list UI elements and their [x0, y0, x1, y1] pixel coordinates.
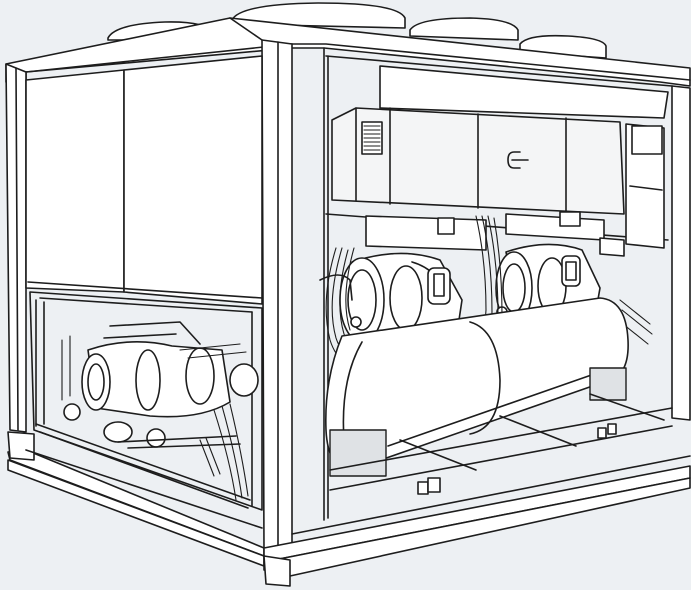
left-corner-post [5, 63, 27, 433]
fan-shroud-2 [231, 2, 406, 29]
vent-grille [361, 121, 383, 155]
control-cabinet [331, 65, 669, 257]
cabinet-top-hood [379, 65, 669, 119]
base-frame [7, 431, 691, 587]
fan-shroud-3 [409, 17, 519, 41]
door-handle-icon [507, 151, 529, 169]
condenser-fans [107, 2, 607, 59]
evaporator [325, 297, 629, 477]
right-floor-rails [329, 393, 673, 495]
side-panel-b [123, 55, 263, 305]
compressor-3 [61, 321, 259, 501]
compressor-3-body [87, 341, 231, 418]
evaporator-saddle [329, 429, 387, 477]
front-corner-post [261, 39, 293, 553]
lower-left-bay [29, 291, 263, 511]
right-frame [323, 47, 691, 521]
left-side-panels [25, 55, 263, 305]
side-panel-a [25, 69, 125, 293]
